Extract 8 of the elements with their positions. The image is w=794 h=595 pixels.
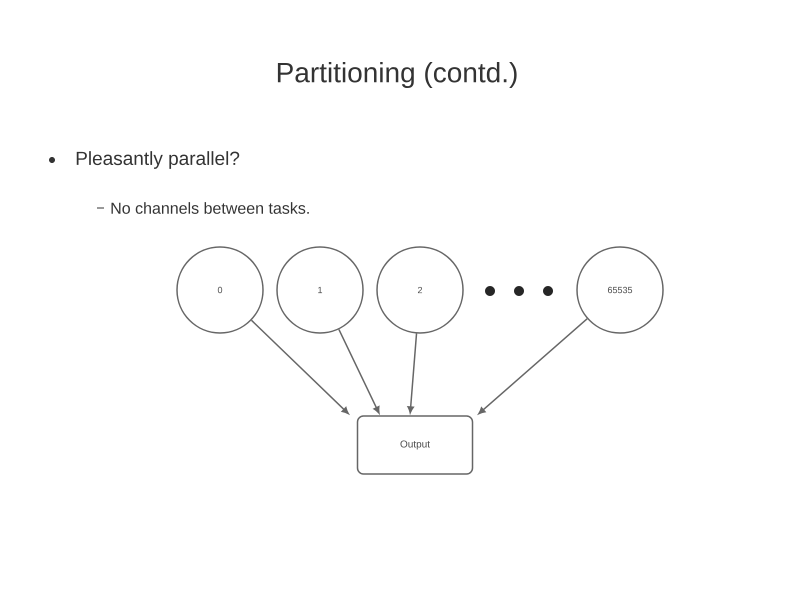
output-box: Output: [356, 415, 474, 475]
sub-bullet-text: No channels between tasks.: [112, 202, 309, 214]
arrow: [338, 329, 380, 414]
bullet-text: Pleasantly parallel?: [76, 151, 240, 169]
arrow: [250, 320, 349, 414]
slide-title: Partitioning (contd.): [278, 62, 517, 88]
arrow: [478, 318, 588, 414]
arrow: [407, 334, 418, 414]
